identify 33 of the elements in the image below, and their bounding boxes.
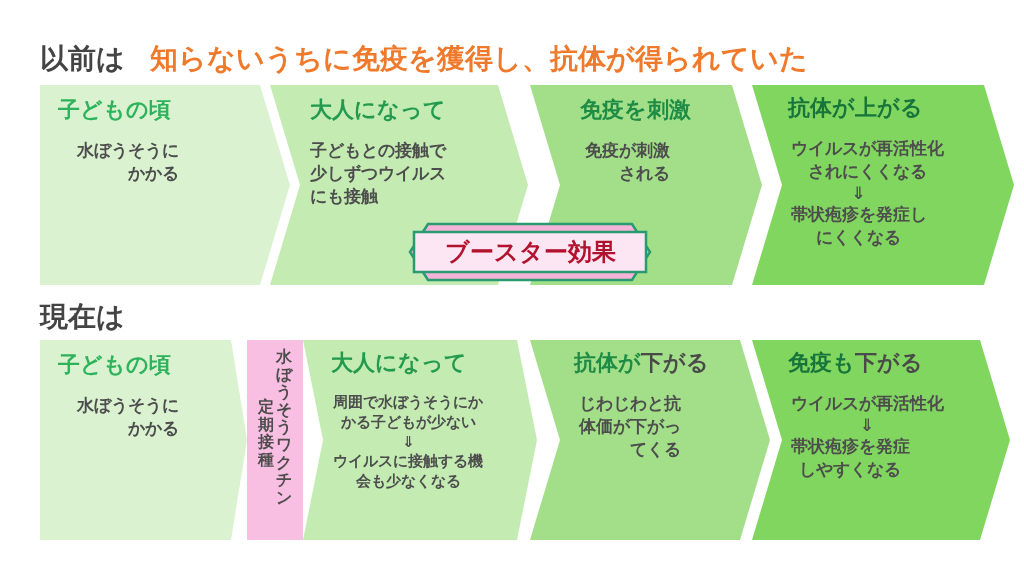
step-heading: 子どもの頃	[58, 351, 171, 379]
down-arrow-symbol: ⇓	[850, 182, 867, 204]
step-text: 免疫が刺激される	[584, 139, 671, 185]
step-text: ウイルスが再活性化されにくくなる	[789, 137, 945, 183]
vertical-text: 水ぼうそうワクチン	[276, 348, 292, 509]
section-heading: 知らないうちに免疫を獲得し、抗体が得られていた	[150, 41, 808, 77]
step-text: 帯状疱疹を発症しにくくなる	[789, 203, 928, 250]
down-arrow-symbol: ⇓	[858, 414, 876, 436]
step-text: 水ぼうそうにかかる	[76, 394, 180, 440]
step-text: 水ぼうそうにかかる	[76, 139, 180, 185]
vertical-text: 定期接種	[258, 398, 274, 471]
step-heading: 免疫も下がる	[788, 349, 923, 377]
chevron-step	[40, 340, 247, 540]
step-heading: 大人になって	[331, 349, 467, 377]
down-arrow-symbol: ⇓	[400, 432, 416, 451]
step-text: ウイルスに接触する機会も少なくなる	[332, 450, 485, 491]
step-heading: 抗体が下がる	[574, 349, 709, 377]
section-heading: 現在は	[40, 299, 125, 335]
step-text: 子どもとの接触で少しずつウイルスにも接触	[310, 139, 448, 208]
step-heading: 抗体が上がる	[788, 94, 923, 122]
chevron-step	[530, 340, 770, 540]
step-text: ウイルスが再活性化	[789, 392, 945, 415]
chevron-step	[40, 85, 290, 285]
banner-text: ブースター効果	[444, 237, 616, 268]
step-text: じわじわと抗体価が下がってくる	[578, 392, 682, 461]
step-heading: 子どもの頃	[58, 96, 171, 124]
step-heading: 免疫を刺激	[580, 96, 691, 124]
chevron-step	[303, 340, 537, 540]
section-heading: 以前は	[40, 41, 125, 77]
vaccine-band	[247, 340, 303, 540]
step-text: 周囲で水ぼうそうにかかる子どもが少ない	[332, 392, 485, 433]
step-heading: 大人になって	[310, 96, 446, 124]
step-text: 帯状疱疹を発症しやすくなる	[789, 435, 911, 482]
